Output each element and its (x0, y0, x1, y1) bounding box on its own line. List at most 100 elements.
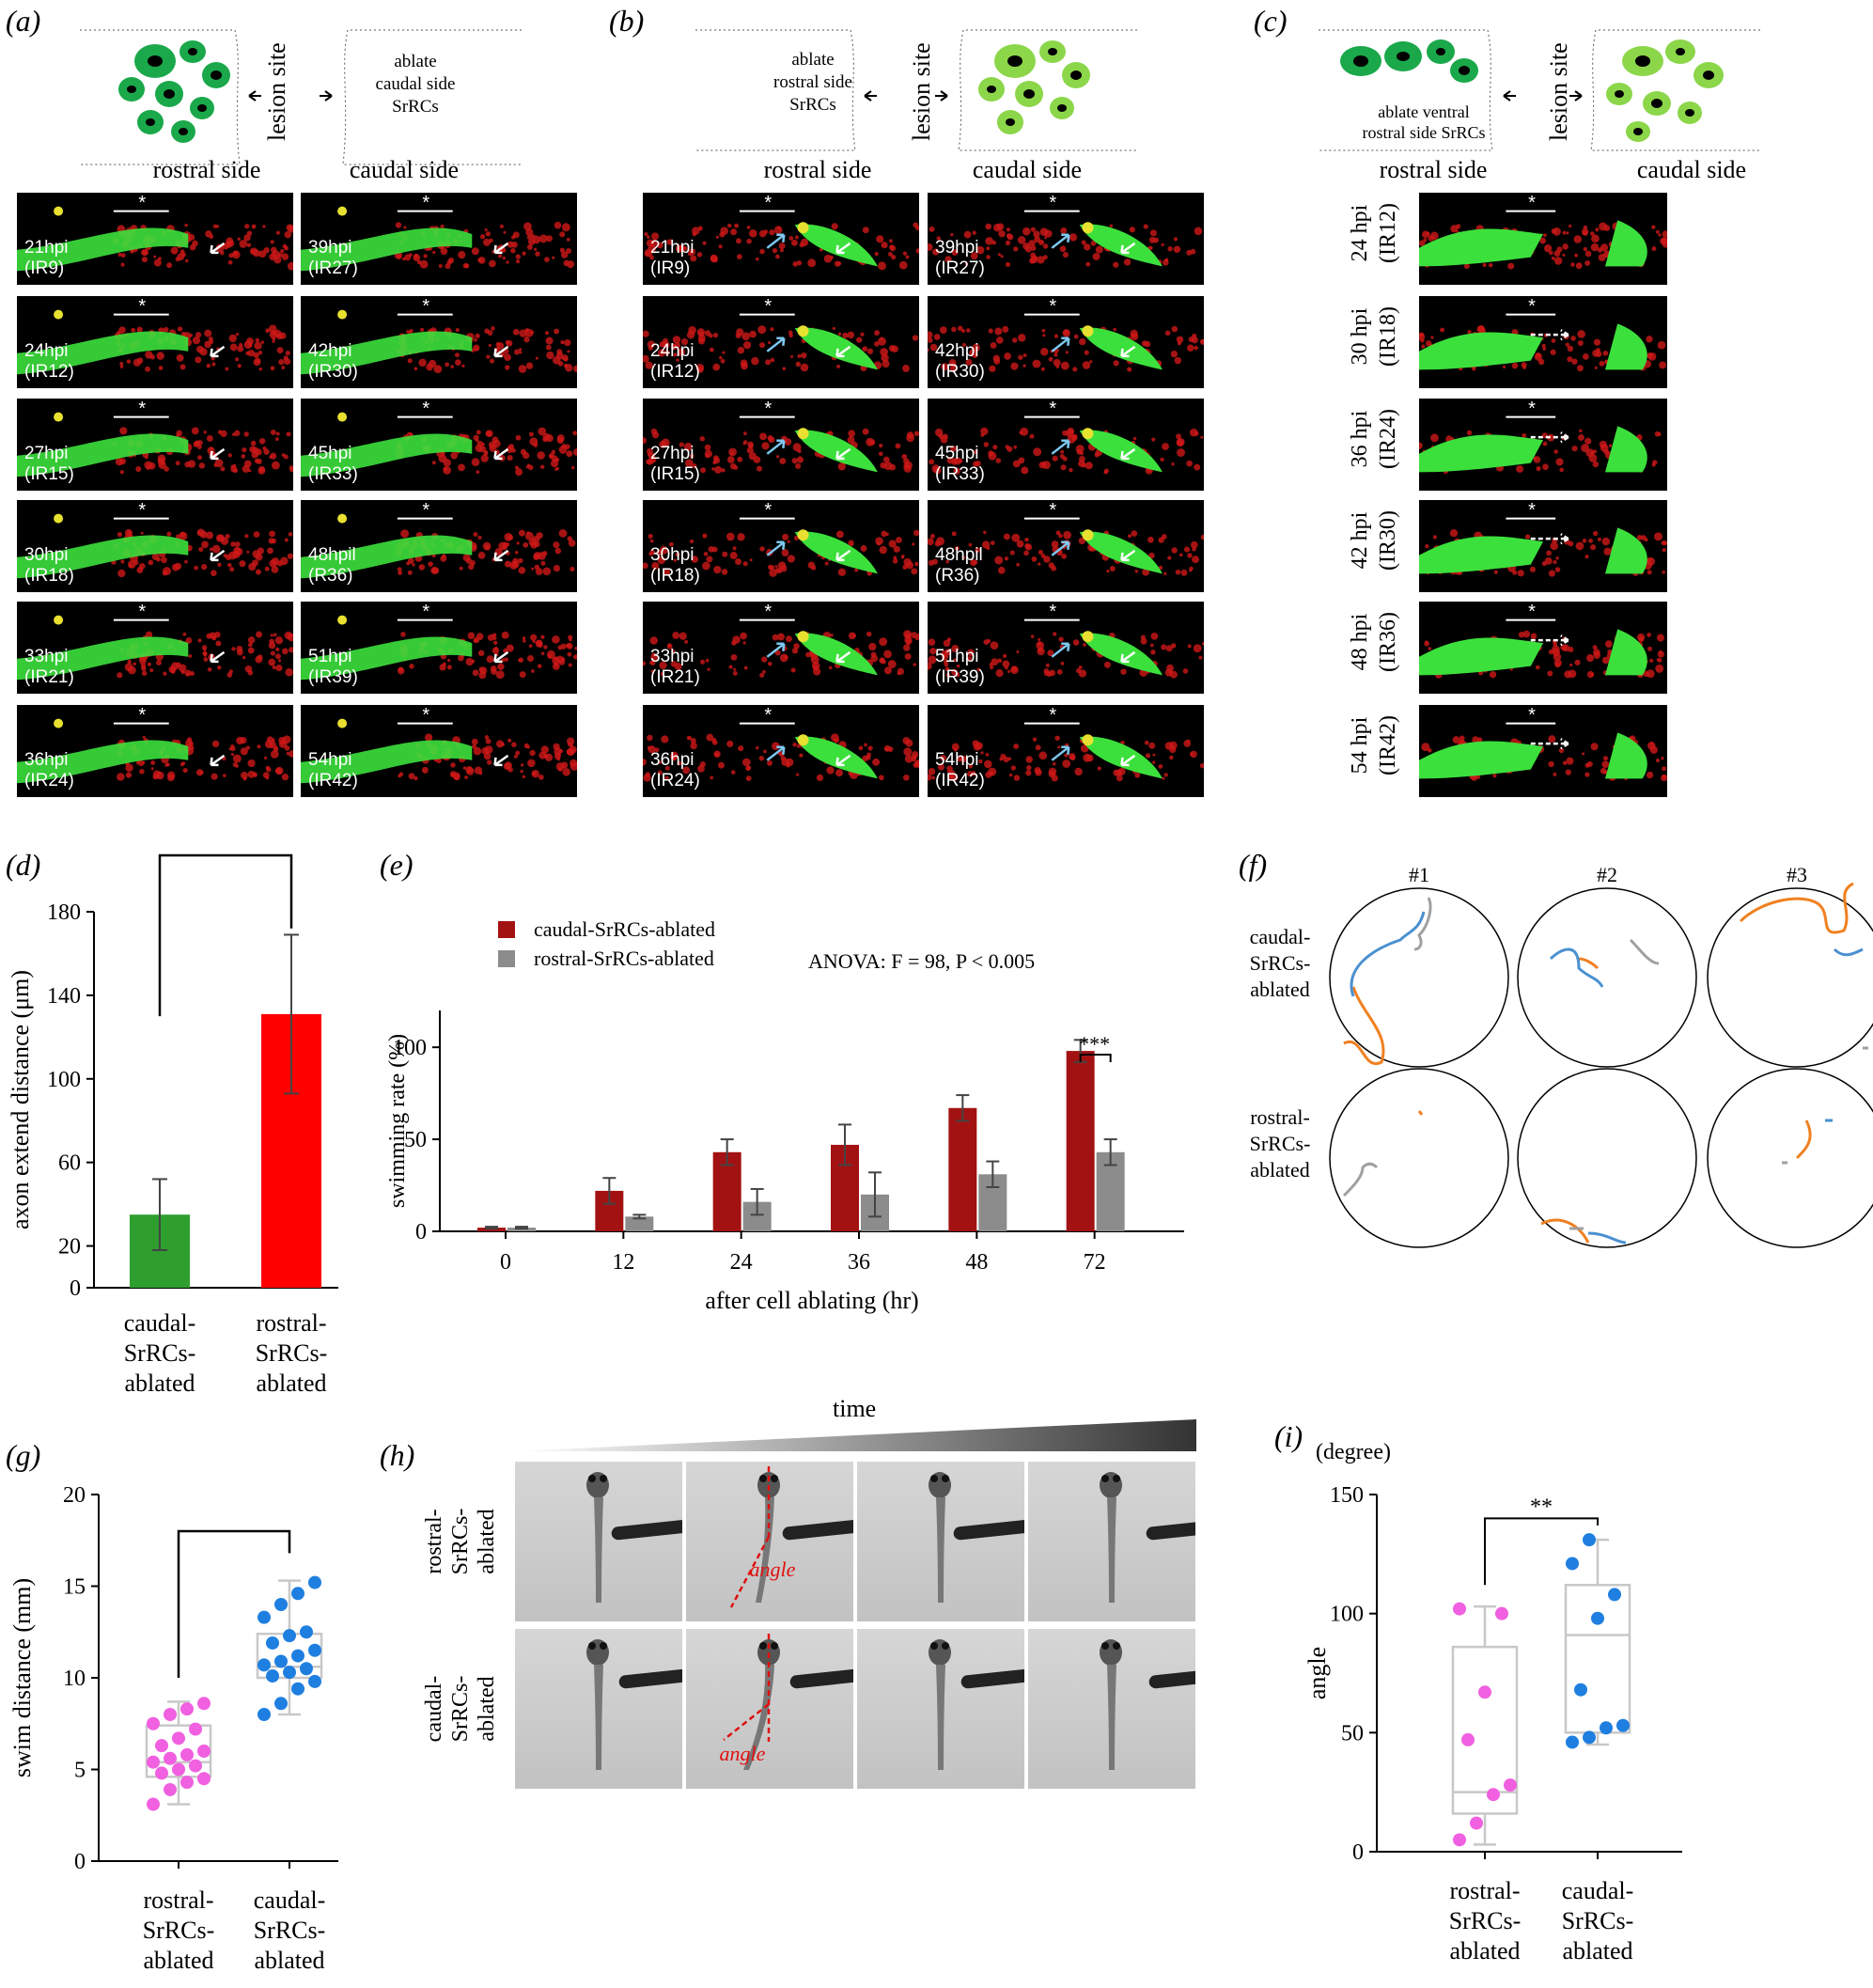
larva-eye (771, 1475, 778, 1482)
red-signal-dot (497, 663, 505, 670)
red-signal-dot (719, 231, 726, 238)
red-signal-dot (515, 750, 521, 756)
micrograph-image (17, 412, 293, 477)
y-tick-label: 10 (63, 1667, 86, 1691)
red-signal-dot (538, 427, 547, 436)
red-signal-dot (854, 568, 859, 572)
red-signal-dot (1072, 639, 1080, 646)
red-signal-dot (115, 458, 124, 466)
timepoint-label: 54hpi (IR42) (308, 750, 358, 791)
data-point (1566, 1735, 1579, 1749)
red-signal-dot (893, 545, 900, 553)
red-signal-dot (118, 326, 126, 334)
larva-frame-image (1100, 1472, 1195, 1603)
red-signal-dot (1421, 743, 1430, 752)
red-signal-dot (474, 337, 477, 342)
larva-video-frame: angle (686, 1629, 853, 1789)
red-signal-dot (720, 358, 726, 364)
red-signal-dot (1005, 445, 1009, 449)
red-signal-dot (1569, 224, 1572, 228)
green-cell-cluster (794, 531, 878, 574)
red-signal-dot (546, 650, 555, 659)
micrograph-frame: *51hpi (IR39) (928, 602, 1204, 694)
red-signal-dot (408, 773, 415, 780)
micrograph-frame: *21hpi (IR9) (643, 193, 919, 285)
red-signal-dot (1022, 364, 1026, 368)
blue-arrow-icon (1051, 745, 1070, 761)
larva-eye (1113, 1475, 1120, 1482)
red-signal-dot (1577, 340, 1584, 347)
red-signal-dot (680, 337, 689, 346)
red-signal-dot (1601, 760, 1610, 769)
micrograph-image (17, 513, 293, 579)
red-signal-dot (775, 455, 780, 459)
red-signal-dot (1150, 650, 1156, 655)
red-signal-dot (836, 364, 841, 368)
red-signal-dot (1662, 547, 1666, 553)
red-signal-dot (1419, 240, 1426, 246)
red-signal-dot (671, 650, 676, 654)
red-signal-dot (1038, 637, 1041, 641)
red-signal-dot (1033, 230, 1040, 238)
red-signal-dot (973, 461, 979, 467)
timepoint-label: 24hpi (IR12) (24, 341, 74, 382)
yellow-cell (797, 222, 809, 234)
red-signal-dot (492, 640, 498, 646)
red-signal-dot (474, 766, 483, 775)
timepoint-label: 27hpi (IR15) (24, 444, 74, 484)
red-signal-dot (929, 459, 935, 465)
swim-track (1629, 938, 1660, 965)
red-signal-dot (718, 244, 723, 249)
swim-track (1417, 1110, 1424, 1116)
data-point (300, 1662, 313, 1676)
red-signal-dot (244, 224, 250, 229)
red-signal-dot (262, 225, 266, 228)
red-signal-dot (961, 556, 966, 559)
red-signal-dot (830, 634, 834, 637)
red-signal-dot (1575, 262, 1583, 270)
red-signal-dot (247, 759, 256, 768)
data-point (147, 1797, 160, 1811)
red-signal-dot (831, 733, 839, 743)
red-signal-dot (1450, 225, 1459, 233)
red-signal-dot (217, 562, 222, 567)
red-signal-dot (182, 767, 188, 774)
red-signal-dot (787, 555, 795, 563)
larva-video-frame (1028, 1462, 1195, 1621)
significance-bracket (1079, 1054, 1112, 1062)
micrograph-image (929, 415, 1204, 475)
red-signal-dot (527, 464, 534, 471)
micrograph-image (301, 309, 577, 375)
red-signal-dot (866, 631, 872, 637)
red-signal-dot (950, 232, 954, 237)
red-signal-dot (258, 367, 263, 371)
red-signal-dot (495, 342, 501, 347)
red-signal-dot (1661, 540, 1666, 546)
red-signal-dot (184, 559, 188, 564)
red-signal-dot (997, 566, 1006, 574)
red-signal-dot (769, 568, 777, 577)
red-signal-dot (1062, 759, 1071, 768)
red-signal-dot (1595, 351, 1602, 358)
red-signal-dot (164, 466, 169, 472)
red-signal-dot (1085, 462, 1093, 470)
red-signal-dot (1651, 246, 1657, 252)
micrograph-frame: *54hpi (IR42) (928, 705, 1204, 797)
red-signal-dot (554, 547, 561, 555)
micrograph-frame: *30hpi (IR18) (643, 500, 919, 592)
red-signal-dot (643, 437, 647, 445)
red-signal-dot (990, 665, 994, 670)
red-signal-dot (945, 672, 951, 678)
red-signal-dot (1167, 245, 1173, 252)
red-signal-dot (654, 747, 660, 753)
red-signal-dot (523, 451, 530, 460)
red-signal-dot (1535, 352, 1541, 359)
lesion-asterisk: * (1049, 296, 1057, 317)
red-signal-dot (732, 635, 741, 644)
red-signal-dot (1026, 765, 1032, 771)
red-signal-dot (1507, 262, 1515, 270)
red-signal-dot (1582, 353, 1589, 360)
red-signal-dot (788, 236, 794, 241)
red-signal-dot (515, 254, 521, 259)
red-signal-dot (951, 249, 959, 257)
